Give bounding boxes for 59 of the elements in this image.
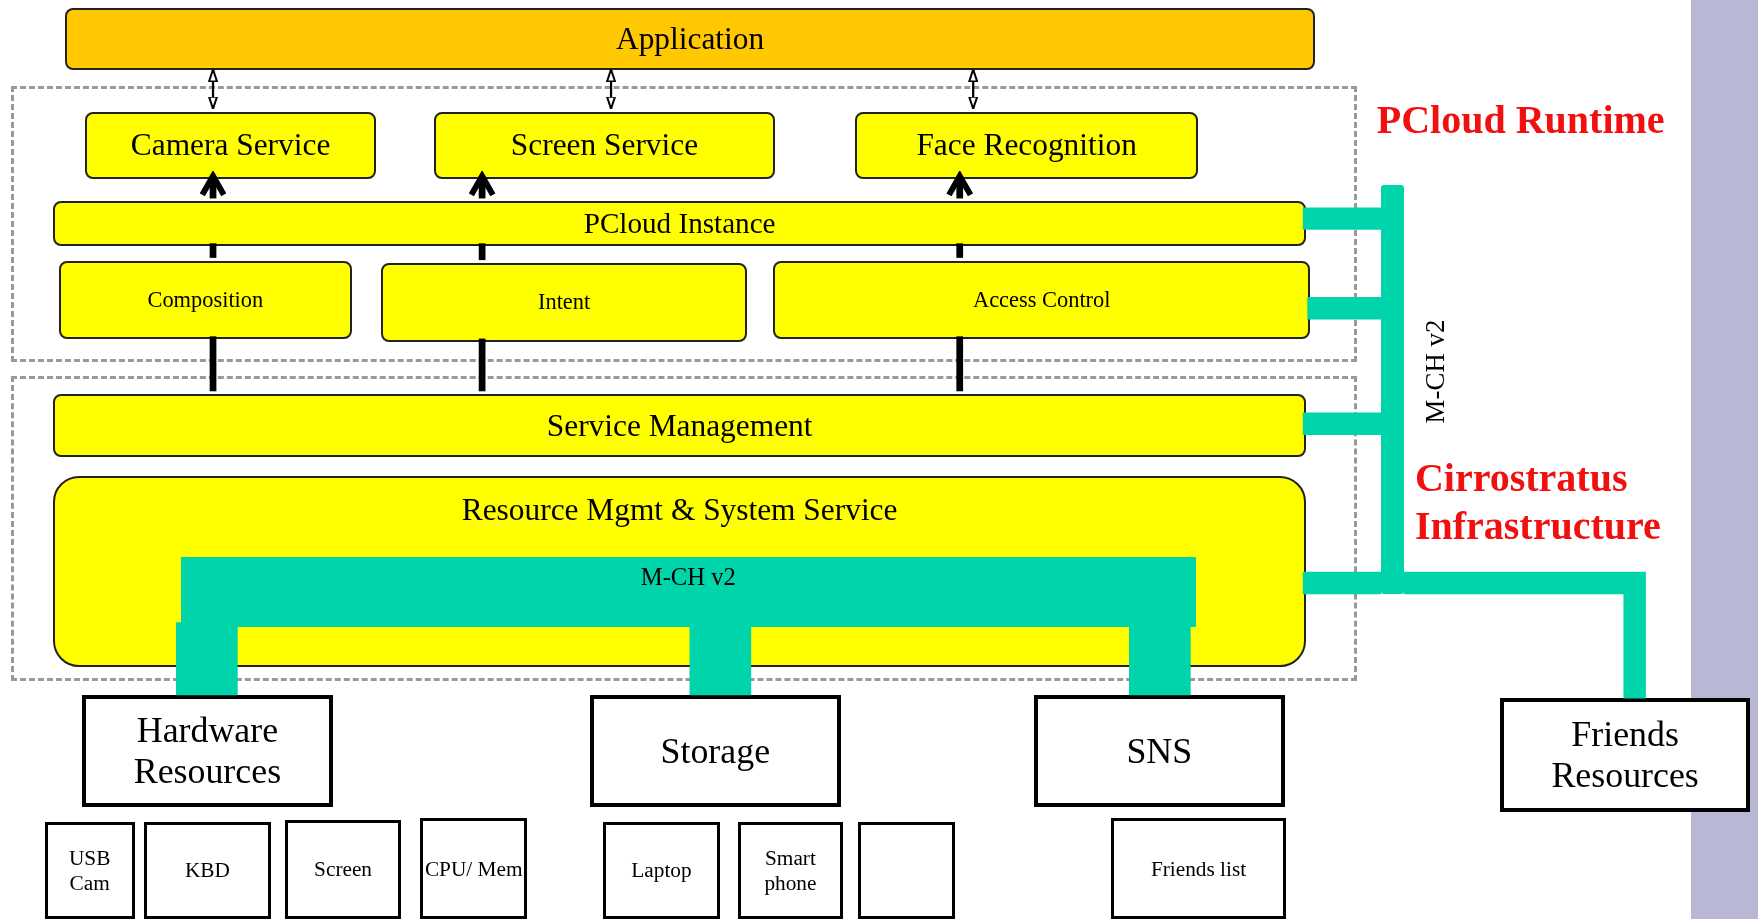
bus-connector <box>176 622 238 696</box>
arrow <box>199 173 227 199</box>
node-label: Composition <box>147 287 264 313</box>
application-bar <box>65 7 1316 70</box>
device-box <box>284 819 402 919</box>
node-label: Smart phone <box>763 846 818 896</box>
bus-connector <box>1302 571 1382 595</box>
module-box <box>59 260 352 340</box>
arrow <box>968 68 979 110</box>
node-label: Hardware Resources <box>132 709 283 793</box>
node-label: Storage <box>660 730 771 772</box>
device-box <box>1111 818 1286 919</box>
bus-connector <box>1403 571 1646 699</box>
resource-box <box>589 695 841 808</box>
node-label: Face Recognition <box>916 127 1137 164</box>
node-label: Friends Resources <box>1550 713 1700 797</box>
system-service-panel <box>53 476 1306 667</box>
node-label: Camera Service <box>130 127 331 164</box>
bus-label: M-CH v2 <box>1419 319 1451 424</box>
node-label: Friends list <box>1150 856 1247 882</box>
device-box <box>737 821 844 919</box>
module-box <box>53 394 1306 458</box>
device-box <box>603 821 720 919</box>
node-label: M-CH v2 <box>640 562 736 591</box>
module-box <box>380 263 748 342</box>
resource-box <box>1500 698 1751 812</box>
node-label: Service Management <box>546 407 813 444</box>
section-title: Cirrostratus Infrastructure <box>1414 454 1662 551</box>
node-label: Resource Mgmt & System Service <box>461 492 898 529</box>
device-box <box>143 821 272 919</box>
arrow <box>208 68 218 110</box>
node-label: Screen <box>314 857 373 882</box>
node-label: KBD <box>184 858 230 883</box>
resource-box <box>1033 695 1285 808</box>
resource-box <box>81 695 333 808</box>
node-label: PCloud Instance <box>583 207 776 241</box>
node-label: Application <box>616 20 765 57</box>
node-label: SNS <box>1126 730 1193 772</box>
node-label: USB Cam <box>67 846 112 896</box>
bus-bar <box>181 556 1196 628</box>
module-box <box>855 111 1199 179</box>
module-box <box>773 260 1311 340</box>
instance-bar <box>53 201 1306 247</box>
node-label: Access Control <box>973 287 1111 313</box>
section-title: PCloud Runtime <box>1376 96 1666 145</box>
node-label: Screen Service <box>510 127 699 164</box>
arrow <box>946 173 974 199</box>
device-box <box>857 821 956 919</box>
arrow <box>606 68 617 110</box>
module-box <box>84 111 377 179</box>
dashed-group-box <box>11 375 1357 681</box>
device-box <box>420 818 527 919</box>
device-box <box>44 821 135 919</box>
arrow <box>468 173 496 199</box>
dashed-group-box <box>11 86 1357 363</box>
node-label: CPU/ Mem <box>424 856 523 882</box>
module-box <box>433 111 776 179</box>
node-label: Laptop <box>631 858 692 883</box>
node-label: Intent <box>538 289 591 316</box>
